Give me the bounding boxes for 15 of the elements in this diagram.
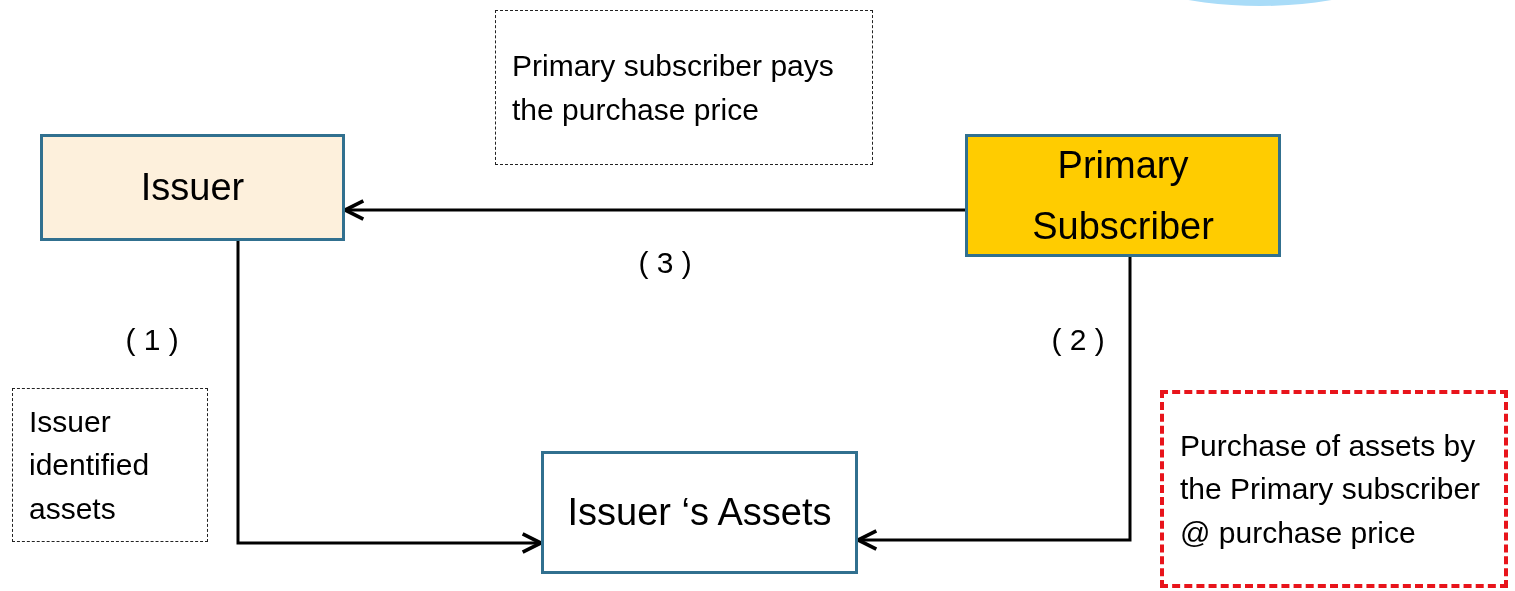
- box-label: Primary Subscriber: [1031, 142, 1215, 249]
- note-text: Issuer identified assets: [29, 403, 151, 527]
- note-box: [1160, 390, 1508, 588]
- box-label: Issuer: [140, 165, 245, 211]
- entity-box: [541, 451, 858, 574]
- entity-box: [40, 134, 345, 241]
- arrow: [856, 257, 1132, 551]
- arrow: [343, 199, 965, 221]
- entity-box: [965, 134, 1281, 257]
- note-box: [495, 10, 873, 165]
- arrow: [236, 241, 543, 554]
- box-label: Issuer ‘s Assets: [567, 490, 832, 536]
- note-text: Purchase of assets by the Primary subscriber @ purchase price: [1180, 427, 1482, 551]
- note-text: Primary subscriber pays the purchase price: [512, 48, 835, 128]
- note-box: [12, 388, 208, 542]
